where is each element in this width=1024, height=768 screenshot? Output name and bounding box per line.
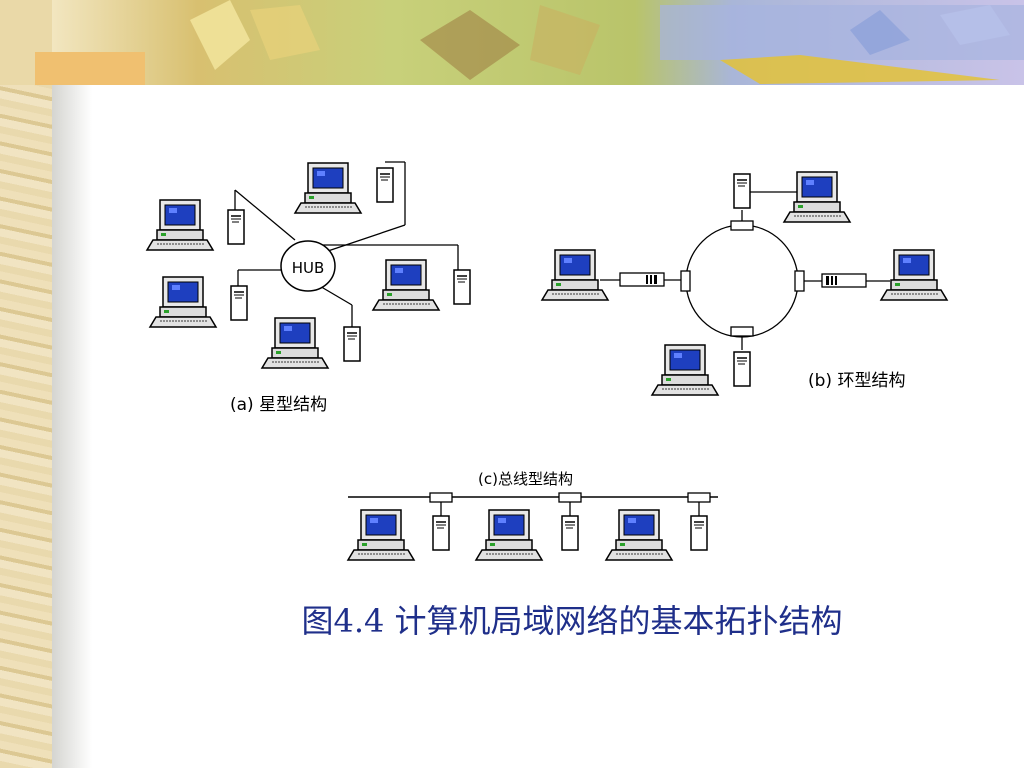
ring-links (600, 191, 890, 350)
server-icon (690, 515, 708, 551)
hub-label: HUB (292, 259, 325, 277)
server-icon (227, 209, 245, 245)
computer-icon (347, 509, 415, 561)
computer-icon (651, 344, 719, 396)
decorative-banner (0, 0, 1024, 85)
computer-icon (372, 259, 440, 311)
computer-icon (783, 171, 851, 223)
adapter-marks (646, 275, 837, 285)
star-topology (234, 161, 459, 327)
ring-path (685, 224, 799, 338)
computer-icon (605, 509, 673, 561)
computer-icon (294, 162, 362, 214)
computer-icon (475, 509, 543, 561)
bus-label: (c)总线型结构 (478, 470, 573, 488)
server-icon (343, 326, 361, 362)
strip-shadow (52, 85, 92, 768)
server-icon (453, 269, 471, 305)
computer-icon (146, 199, 214, 251)
server-icon (432, 515, 450, 551)
bus-drops (440, 502, 700, 516)
computer-icon (149, 276, 217, 328)
server-icon (376, 167, 394, 203)
hub-node (280, 240, 336, 292)
paper-texture-strip (0, 0, 52, 768)
ring-label: (b) 环型结构 (808, 371, 905, 391)
star-label: (a) 星型结构 (230, 395, 327, 415)
computer-icon (261, 317, 329, 369)
computer-icon (541, 249, 609, 301)
server-icon (230, 285, 248, 321)
computer-icon (880, 249, 948, 301)
server-icon (733, 351, 751, 387)
server-icon (733, 173, 751, 209)
figure-caption: 图4.4 计算机局域网络的基本拓扑结构 (301, 602, 843, 640)
server-icon (561, 515, 579, 551)
